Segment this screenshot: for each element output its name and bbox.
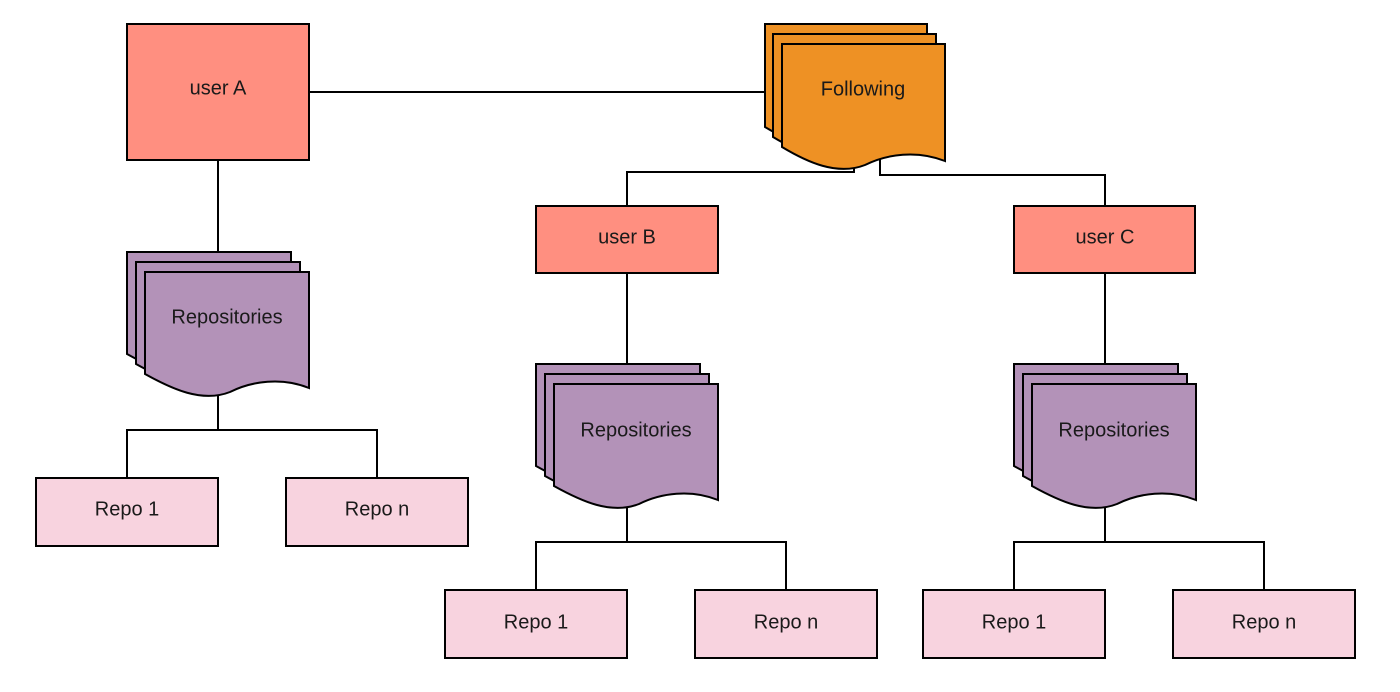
repositories-c-doc-front bbox=[1031, 383, 1197, 509]
connector-repositories-a-repos bbox=[126, 429, 378, 478]
connector-repositories-b-repos bbox=[535, 541, 787, 590]
user-a-repo-1-node: Repo 1 bbox=[35, 477, 219, 547]
user-a-repo-n-box bbox=[285, 477, 469, 547]
user-c-repo-1-box bbox=[922, 589, 1106, 659]
user-a-repo-1-box bbox=[35, 477, 219, 547]
user-a-repo-n-node: Repo n bbox=[285, 477, 469, 547]
user-a-label: user A bbox=[190, 77, 247, 99]
user-c-label: user C bbox=[1076, 226, 1135, 248]
user-a-repo-n-label: Repo n bbox=[345, 498, 410, 520]
user-c-box bbox=[1013, 205, 1196, 274]
user-b-repo-n-node: Repo n bbox=[694, 589, 878, 659]
repositories-c-label: Repositories bbox=[1058, 419, 1169, 441]
user-c-repo-n-node: Repo n bbox=[1172, 589, 1356, 659]
repositories-a-doc-front bbox=[144, 271, 310, 397]
user-c-repo-n-box bbox=[1172, 589, 1356, 659]
user-a-node: user A bbox=[126, 23, 310, 161]
following-doc-front bbox=[781, 43, 946, 170]
user-b-repo-n-label: Repo n bbox=[754, 611, 819, 633]
user-c-node: user C bbox=[1013, 205, 1196, 274]
user-b-repo-n-box bbox=[694, 589, 878, 659]
user-b-repo-1-box bbox=[444, 589, 628, 659]
user-b-repo-1-node: Repo 1 bbox=[444, 589, 628, 659]
user-b-repo-1-label: Repo 1 bbox=[504, 611, 569, 633]
repositories-b-doc-front bbox=[553, 383, 719, 509]
connector-repositories-c-repos bbox=[1013, 541, 1265, 590]
user-b-label: user B bbox=[598, 226, 656, 248]
repositories-c-node: Repositories bbox=[1013, 363, 1197, 509]
following-node: Following bbox=[764, 23, 946, 170]
user-b-node: user B bbox=[535, 205, 719, 274]
following-label: Following bbox=[821, 78, 905, 100]
user-a-repo-1-label: Repo 1 bbox=[95, 498, 160, 520]
user-b-box bbox=[535, 205, 719, 274]
repositories-b-label: Repositories bbox=[580, 419, 691, 441]
user-a-box bbox=[126, 23, 310, 161]
user-c-repo-n-label: Repo n bbox=[1232, 611, 1297, 633]
repositories-a-node: Repositories bbox=[126, 251, 310, 397]
user-c-repo-1-node: Repo 1 bbox=[922, 589, 1106, 659]
repositories-a-label: Repositories bbox=[171, 306, 282, 328]
repositories-b-node: Repositories bbox=[535, 363, 719, 509]
user-c-repo-1-label: Repo 1 bbox=[982, 611, 1047, 633]
